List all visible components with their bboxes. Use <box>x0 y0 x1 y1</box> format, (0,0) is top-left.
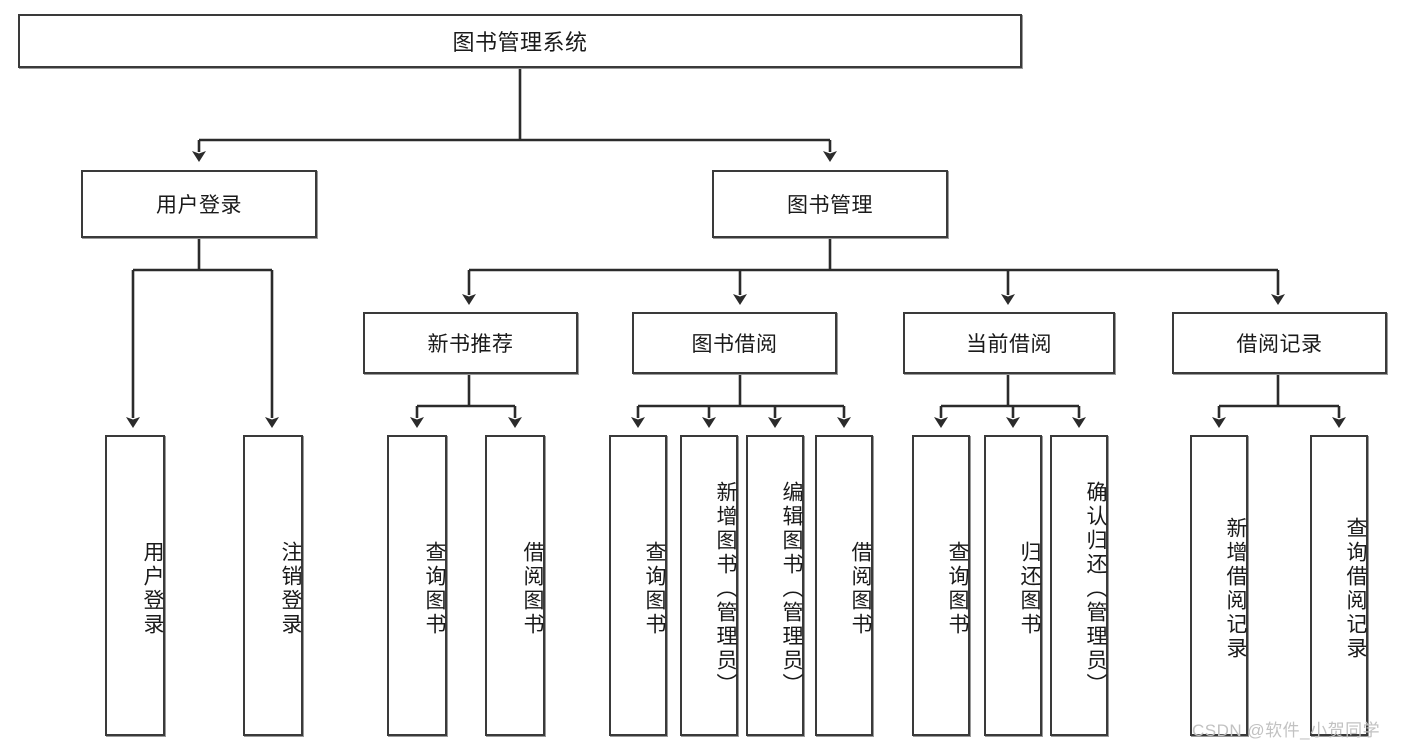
node-label: 图书管理系统 <box>452 30 588 55</box>
node-label: 图书借阅 <box>691 333 778 356</box>
node-label: 注销登录 <box>279 540 302 637</box>
node-label: 用户登录 <box>156 194 242 217</box>
node-label: 归还图书 <box>1018 540 1041 637</box>
leaf-add-book-admin[interactable]: 新增图书（管理员） <box>680 435 738 736</box>
leaf-query-book-borrow[interactable]: 查询图书 <box>609 435 667 736</box>
node-root-system[interactable]: 图书管理系统 <box>18 14 1022 68</box>
csdn-watermark: CSDN @软件_小贺同学 <box>1192 721 1381 740</box>
leaf-query-book-current[interactable]: 查询图书 <box>912 435 970 736</box>
leaf-confirm-return-admin[interactable]: 确认归还（管理员） <box>1050 435 1108 736</box>
node-label: 借阅记录 <box>1236 333 1323 356</box>
node-label: 新增图书（管理员） <box>714 480 737 697</box>
leaf-return-book[interactable]: 归还图书 <box>984 435 1042 736</box>
leaf-borrow-book-recommend[interactable]: 借阅图书 <box>485 435 545 736</box>
leaf-add-borrow-record[interactable]: 新增借阅记录 <box>1190 435 1248 736</box>
node-label: 用户登录 <box>141 540 164 637</box>
node-label: 查询图书 <box>423 540 446 637</box>
node-current-borrow[interactable]: 当前借阅 <box>903 312 1115 374</box>
node-label: 借阅图书 <box>521 540 544 637</box>
node-book-borrow[interactable]: 图书借阅 <box>632 312 837 374</box>
node-borrow-record[interactable]: 借阅记录 <box>1172 312 1387 374</box>
leaf-query-borrow-record[interactable]: 查询借阅记录 <box>1310 435 1368 736</box>
node-book-management-group[interactable]: 图书管理 <box>712 170 948 238</box>
node-label: 确认归还（管理员） <box>1084 480 1107 697</box>
node-label: 借阅图书 <box>849 540 872 637</box>
node-label: 新增借阅记录 <box>1224 516 1247 661</box>
node-label: 编辑图书（管理员） <box>780 480 803 697</box>
leaf-user-login[interactable]: 用户登录 <box>105 435 165 736</box>
node-label: 查询图书 <box>643 540 666 637</box>
leaf-edit-book-admin[interactable]: 编辑图书（管理员） <box>746 435 804 736</box>
node-new-book-recommend[interactable]: 新书推荐 <box>363 312 578 374</box>
leaf-borrow-book[interactable]: 借阅图书 <box>815 435 873 736</box>
node-label: 新书推荐 <box>427 333 514 356</box>
leaf-logout-login[interactable]: 注销登录 <box>243 435 303 736</box>
node-label: 图书管理 <box>787 194 873 217</box>
node-label: 查询借阅记录 <box>1344 516 1367 661</box>
node-user-login-group[interactable]: 用户登录 <box>81 170 317 238</box>
node-label: 查询图书 <box>946 540 969 637</box>
leaf-query-book-recommend[interactable]: 查询图书 <box>387 435 447 736</box>
node-label: 当前借阅 <box>966 333 1052 356</box>
